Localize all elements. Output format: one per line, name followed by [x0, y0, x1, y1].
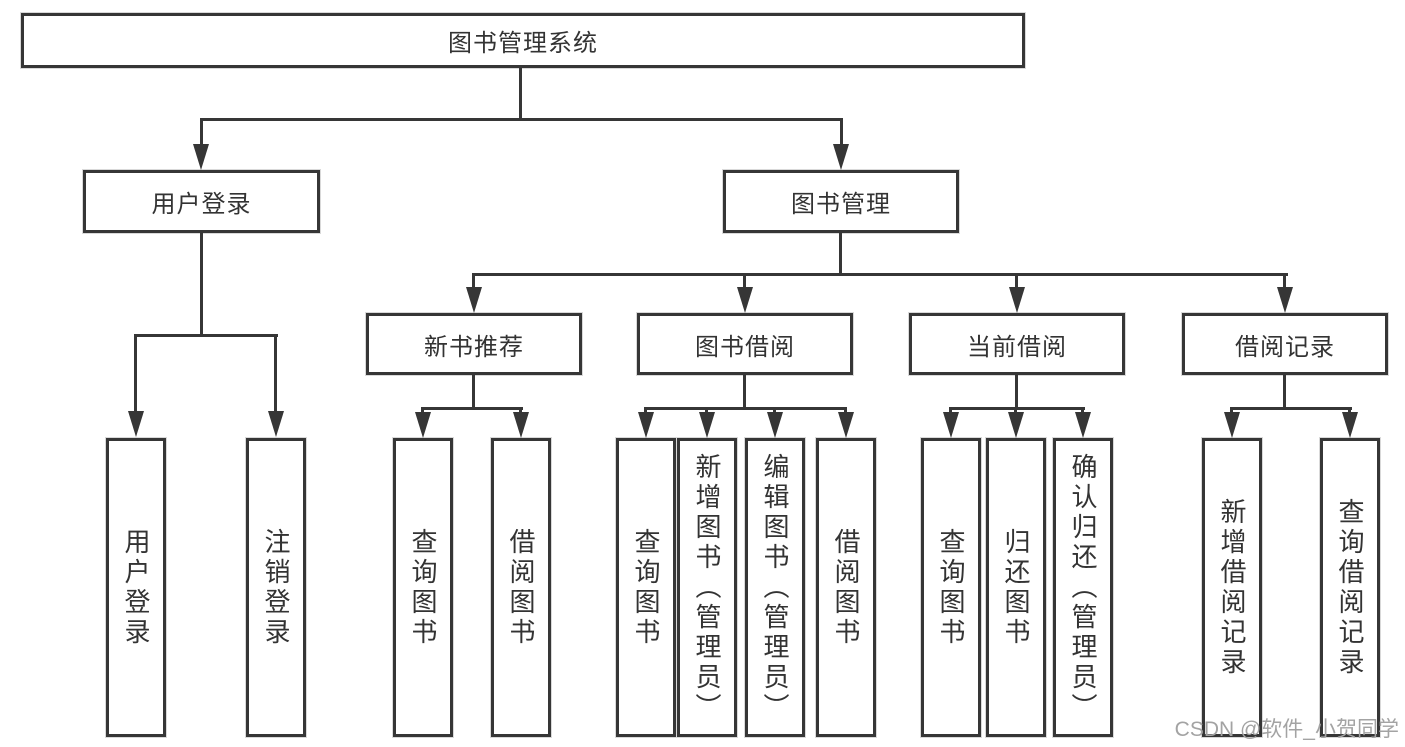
node-current-borrowing: 当前借阅	[909, 313, 1125, 375]
connector-vline	[1283, 375, 1286, 407]
connector-vline	[644, 407, 647, 415]
arrowhead-down-icon	[1224, 412, 1240, 438]
node-label: 新增图书（管理员）	[692, 452, 722, 723]
arrowhead-down-icon	[193, 144, 209, 170]
connector-vline	[743, 273, 746, 289]
node-confirm-return-admin: 确认归还（管理员）	[1053, 438, 1113, 737]
connector-vline	[1348, 407, 1351, 415]
node-query-books-current: 查询图书	[921, 438, 981, 737]
connector-vline	[844, 407, 847, 415]
connector-vline	[274, 334, 277, 414]
connector-vline	[134, 334, 137, 414]
connector-vline	[1014, 407, 1017, 415]
arrowhead-down-icon	[833, 144, 849, 170]
node-query-borrow-record: 查询借阅记录	[1320, 438, 1380, 737]
connector-vline	[773, 407, 776, 415]
node-label: 查询图书	[408, 527, 438, 648]
csdn-watermark: CSDN @软件_小贺同学	[1174, 718, 1399, 741]
connector-vline	[472, 375, 475, 407]
node-borrow-books-recommend: 借阅图书	[491, 438, 551, 737]
arrowhead-down-icon	[415, 412, 431, 438]
node-library-system: 图书管理系统	[21, 13, 1025, 68]
arrowhead-down-icon	[1277, 287, 1293, 313]
arrowhead-down-icon	[128, 411, 144, 437]
node-label: 查询图书	[631, 527, 661, 648]
connector-vline	[1283, 273, 1286, 289]
arrowhead-down-icon	[466, 287, 482, 313]
node-book-management: 图书管理	[723, 170, 959, 233]
connector-hline	[1230, 407, 1352, 410]
node-edit-book-admin: 编辑图书（管理员）	[745, 438, 805, 737]
node-borrow-books-borrowing: 借阅图书	[816, 438, 876, 737]
connector-hline	[134, 334, 278, 337]
node-new-book-recommendation: 新书推荐	[366, 313, 582, 375]
arrowhead-down-icon	[1342, 412, 1358, 438]
connector-vline	[519, 68, 522, 118]
node-label: 借阅图书	[506, 527, 536, 648]
connector-vline	[200, 233, 203, 334]
node-label: 用户登录	[151, 191, 252, 218]
connector-vline	[519, 407, 522, 415]
node-label: 图书管理系统	[448, 30, 598, 57]
connector-hline	[421, 407, 523, 410]
connector-hline	[472, 273, 1288, 276]
node-label: 图书借阅	[695, 333, 795, 361]
arrowhead-down-icon	[767, 412, 783, 438]
arrowhead-down-icon	[737, 287, 753, 313]
node-label: 新增借阅记录	[1217, 497, 1247, 678]
node-return-books: 归还图书	[986, 438, 1046, 737]
arrowhead-down-icon	[1075, 412, 1091, 438]
node-label: 用户登录	[121, 527, 151, 648]
node-book-borrowing: 图书借阅	[637, 313, 853, 375]
node-label: 确认归还（管理员）	[1068, 452, 1098, 723]
connector-hline	[200, 118, 843, 121]
connector-vline	[1015, 375, 1018, 407]
connector-vline	[200, 118, 203, 146]
arrowhead-down-icon	[1008, 412, 1024, 438]
connector-vline	[705, 407, 708, 415]
node-add-book-admin: 新增图书（管理员）	[677, 438, 737, 737]
connector-vline	[839, 233, 842, 273]
arrowhead-down-icon	[699, 412, 715, 438]
connector-vline	[743, 375, 746, 407]
node-label: 新书推荐	[424, 333, 524, 361]
connector-vline	[1015, 273, 1018, 289]
node-label: 查询借阅记录	[1335, 497, 1365, 678]
arrowhead-down-icon	[1009, 287, 1025, 313]
connector-hline	[644, 407, 847, 410]
connector-hline	[949, 407, 1085, 410]
connector-vline	[472, 273, 475, 289]
arrowhead-down-icon	[838, 412, 854, 438]
node-label: 编辑图书（管理员）	[760, 452, 790, 723]
node-label: 归还图书	[1001, 527, 1031, 648]
node-query-books-borrowing: 查询图书	[616, 438, 676, 737]
node-label: 借阅记录	[1235, 333, 1335, 361]
node-query-books-recommend: 查询图书	[393, 438, 453, 737]
arrowhead-down-icon	[943, 412, 959, 438]
connector-vline	[840, 118, 843, 146]
node-label: 图书管理	[791, 191, 891, 218]
connector-vline	[421, 407, 424, 415]
node-label: 注销登录	[261, 527, 291, 648]
arrowhead-down-icon	[268, 411, 284, 437]
arrowhead-down-icon	[513, 412, 529, 438]
node-label: 当前借阅	[967, 333, 1067, 361]
node-borrowing-records: 借阅记录	[1182, 313, 1388, 375]
node-label: 查询图书	[936, 527, 966, 648]
connector-vline	[949, 407, 952, 415]
connector-vline	[1081, 407, 1084, 415]
connector-vline	[1230, 407, 1233, 415]
node-user-login-branch: 用户登录	[83, 170, 320, 233]
arrowhead-down-icon	[638, 412, 654, 438]
node-add-borrow-record: 新增借阅记录	[1202, 438, 1262, 737]
node-logout: 注销登录	[246, 438, 306, 737]
node-user-login: 用户登录	[106, 438, 166, 737]
node-label: 借阅图书	[831, 527, 861, 648]
